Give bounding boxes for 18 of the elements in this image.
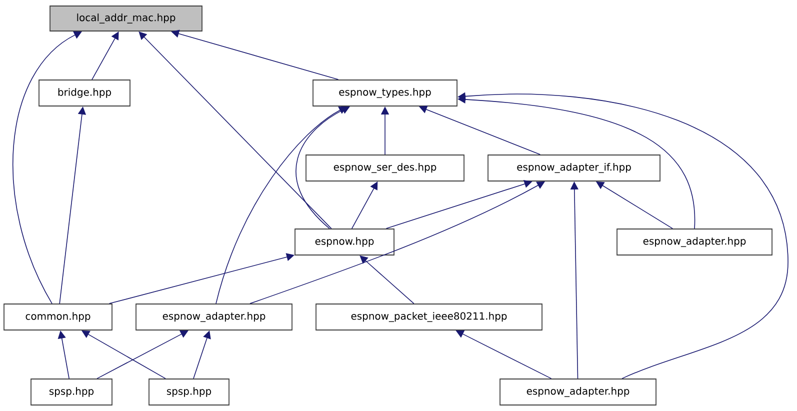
arrow	[96, 330, 188, 379]
file-box: espnow_packet_ieee80211.hpp	[316, 304, 542, 330]
file-box: local_addr_mac.hpp	[50, 6, 202, 32]
file-box: espnow_adapter_if.hpp	[488, 154, 660, 182]
file-box: espnow.hpp	[294, 228, 394, 256]
file-box: common.hpp	[4, 304, 112, 330]
file-box: espnow_adapter.hpp	[500, 378, 656, 406]
arrow	[12, 31, 82, 304]
arrow	[296, 106, 350, 229]
file-box: spsp.hpp	[148, 378, 230, 406]
file-box: espnow_adapter.hpp	[136, 304, 292, 330]
file-box: espnow_ser_des.hpp	[306, 154, 464, 182]
file-box: espnow_types.hpp	[312, 80, 458, 106]
file-box: spsp.hpp	[30, 378, 112, 406]
file-box: bridge.hpp	[38, 80, 130, 106]
arrow	[250, 181, 545, 304]
file-box: espnow_adapter.hpp	[616, 228, 772, 256]
arrow	[171, 30, 339, 80]
